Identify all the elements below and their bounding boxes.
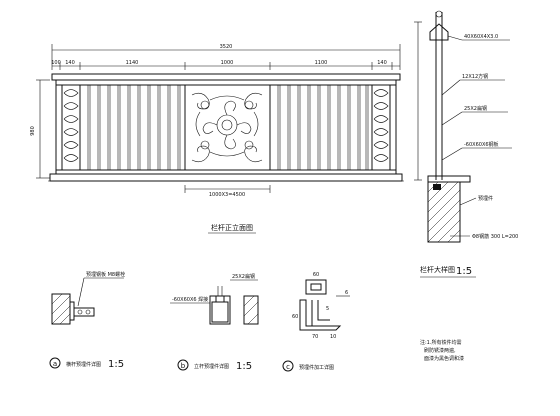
detail-c-dim-5: 5 [326, 306, 329, 312]
note-line-3: 面漆为黑色调和漆 [424, 355, 464, 362]
dim-bottom: 1000X3=4500 [209, 192, 245, 198]
detail-c-side: 6 [345, 290, 348, 296]
dim-seg-6: 140 [377, 60, 387, 66]
section-dim-top: 40X60X4X3.0 [464, 34, 498, 40]
dim-seg-3: 1140 [126, 60, 139, 66]
section-label-3: -60X60X6钢板 [464, 141, 499, 148]
detail-c-dim-1: 60 [313, 272, 319, 278]
detail-b-id: b [181, 362, 186, 370]
detail-c-marker-icon [282, 360, 294, 372]
dim-seg-4: 1000 [221, 60, 234, 66]
section-label-2: 25X2扁钢 [464, 105, 487, 112]
elevation-caption: 栏杆正立面图 [211, 223, 253, 232]
detail-a-marker-icon [49, 357, 61, 369]
detail-b-note-mid: -60X60X6 焊接 [172, 296, 208, 303]
detail-a: 预埋钢板 M8螺栓 a 横杆预埋件详图 1:5 [49, 271, 125, 370]
detail-b-note-top: 25X2扁钢 [232, 273, 255, 280]
dim-height: 980 [30, 126, 36, 136]
detail-a-scale: 1:5 [108, 359, 124, 370]
railing-section: 40X60X4X3.0 12X12方钢 25X2扁钢 -60X60X6钢板 预埋… [414, 10, 518, 278]
note-line-1: 注:1.所有铁件均需 [420, 339, 461, 346]
detail-b: 25X2扁钢 -60X60X6 焊接 b 立杆预埋件详图 1:5 [170, 273, 259, 372]
scroll-ornament-icon [191, 92, 263, 163]
dim-seg-2: 140 [65, 60, 75, 66]
section-label-1: 12X12方钢 [462, 73, 488, 80]
detail-c-dim-3: 70 [312, 334, 318, 340]
detail-c-dim-4: 10 [330, 334, 336, 340]
detail-b-scale: 1:5 [236, 361, 252, 372]
detail-c: 60 6 60 70 10 5 c 预埋件加工详图 [282, 272, 350, 372]
dim-total: 3520 [220, 44, 233, 50]
detail-a-id: a [53, 360, 57, 368]
section-note-bottom: Φ8钢筋 300 L=200 [472, 233, 518, 240]
detail-c-id: c [286, 363, 290, 371]
detail-c-dim-2: 60 [292, 314, 298, 320]
section-caption: 栏杆大样图 [420, 265, 455, 274]
section-note-right: 预埋件 [478, 195, 493, 202]
detail-c-caption: 预埋件加工详图 [299, 364, 334, 371]
dim-seg-5: 1100 [315, 60, 328, 66]
detail-a-caption: 横杆预埋件详图 [66, 361, 101, 368]
dim-seg-1: 100 [51, 60, 61, 66]
notes-block: 注:1.所有铁件均需 刷防锈漆两遍, 面漆为黑色调和漆 [420, 339, 464, 362]
note-line-2: 刷防锈漆两遍, [424, 347, 456, 354]
section-scale: 1:5 [456, 266, 472, 277]
railing-elevation: 3520 100 140 1140 1000 1100 140 980 [30, 44, 404, 234]
detail-a-note-top: 预埋钢板 M8螺栓 [86, 271, 125, 278]
detail-b-marker-icon [177, 359, 189, 371]
detail-b-caption: 立杆预埋件详图 [194, 363, 229, 370]
